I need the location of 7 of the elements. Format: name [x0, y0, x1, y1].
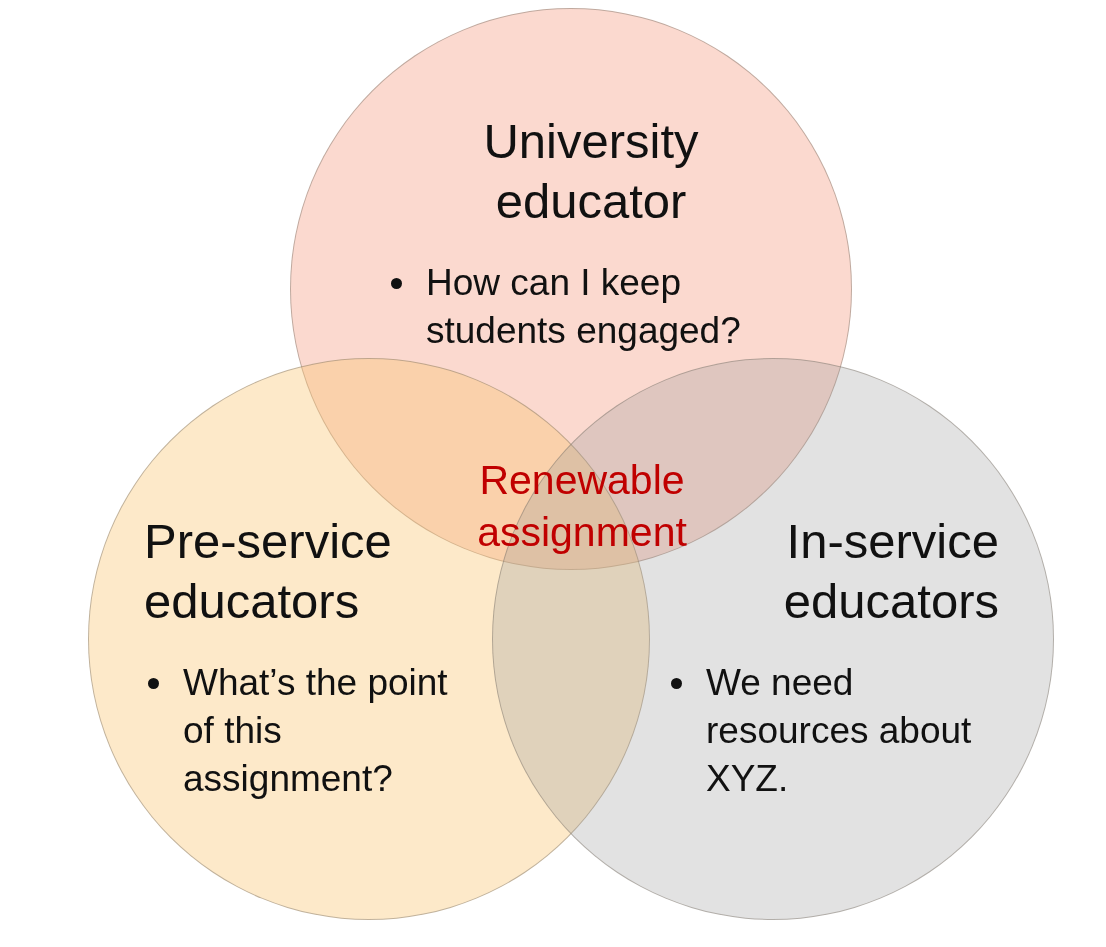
bullet-text: What’s the point of this assignment?: [183, 661, 449, 801]
circle-title: Pre-service educators: [144, 513, 393, 630]
bullet-text: How can I keep students engaged?: [426, 261, 742, 353]
overlap-label: Renewable assignment: [476, 456, 688, 557]
circle-title: In-service educators: [782, 513, 999, 630]
circle-title: University educator: [482, 113, 700, 230]
bullet-text: We need resources about XYZ.: [706, 661, 973, 801]
